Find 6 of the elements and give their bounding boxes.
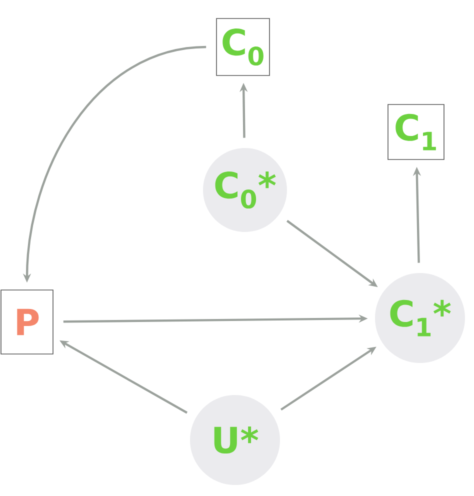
circle-node: C$_{0}$* <box>203 148 287 232</box>
circle-node: C$_{1}$* <box>375 273 465 363</box>
box-node: C$_{1}$ <box>388 104 444 160</box>
box-node: C$_{0}$ <box>216 18 270 76</box>
circle-node: U* <box>190 395 280 485</box>
box-node: P <box>0 290 54 354</box>
